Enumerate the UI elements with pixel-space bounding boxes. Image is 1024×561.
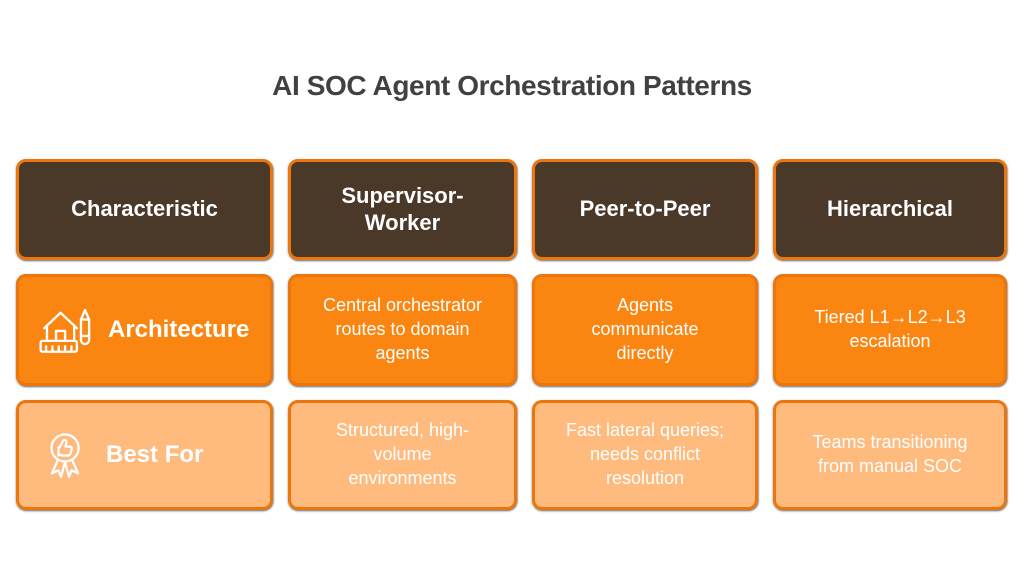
page-title: AI SOC Agent Orchestration Patterns bbox=[272, 70, 752, 101]
cell-best-for-hierarchical: Teams transitioning from manual SOC bbox=[773, 400, 1007, 510]
cell-best-for-peer-to-peer: Fast lateral queries; needs conflict res… bbox=[532, 400, 758, 510]
column-header-peer-to-peer: Peer-to-Peer bbox=[532, 159, 758, 260]
cell-text: Tiered L1→L2→L3 escalation bbox=[814, 307, 966, 351]
row-label-best-for: Best For bbox=[16, 400, 273, 510]
cell-text: Teams transitioning from manual SOC bbox=[812, 432, 968, 476]
cell-architecture-hierarchical: Tiered L1→L2→L3 escalation bbox=[773, 274, 1007, 386]
cell-architecture-supervisor-worker: Central orchestrator routes to domain ag… bbox=[288, 274, 517, 386]
cell-text: Central orchestrator routes to domain ag… bbox=[322, 295, 483, 363]
column-header-characteristic: Characteristic bbox=[16, 159, 273, 260]
architecture-icon bbox=[37, 301, 95, 359]
cell-text: Agents communicate directly bbox=[591, 295, 699, 363]
column-header-label: Hierarchical bbox=[827, 196, 953, 222]
column-header-supervisor-worker: Supervisor-Worker bbox=[288, 159, 517, 260]
cell-best-for-supervisor-worker: Structured, high- volume environments bbox=[288, 400, 517, 510]
comparison-table: Characteristic Supervisor-Worker Peer-to… bbox=[16, 159, 1007, 510]
column-header-label: Characteristic bbox=[71, 196, 218, 222]
cell-architecture-peer-to-peer: Agents communicate directly bbox=[532, 274, 758, 386]
award-icon bbox=[37, 425, 93, 485]
row-label-text: Best For bbox=[106, 441, 204, 468]
column-header-label: Supervisor-Worker bbox=[341, 183, 464, 235]
cell-text: Structured, high- volume environments bbox=[335, 420, 470, 488]
row-label-text: Architecture bbox=[108, 316, 250, 343]
column-header-hierarchical: Hierarchical bbox=[773, 159, 1007, 260]
cell-text: Fast lateral queries; needs conflict res… bbox=[565, 420, 725, 488]
column-header-label: Peer-to-Peer bbox=[579, 196, 711, 222]
row-label-architecture: Architecture bbox=[16, 274, 273, 386]
